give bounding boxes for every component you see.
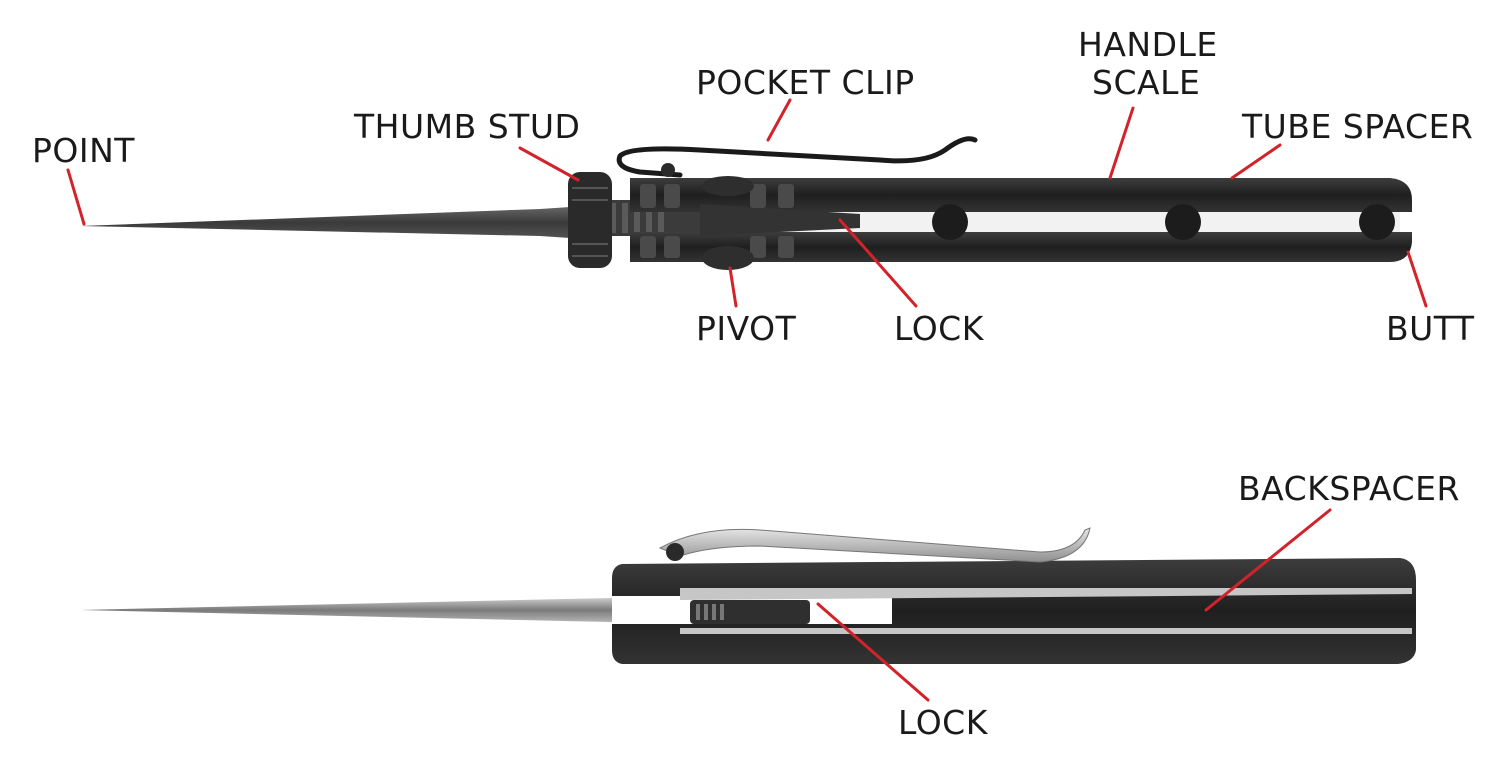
thumb-stud-ridges [572,187,608,257]
leader-pocket-clip [766,98,792,142]
label-tube-spacer: TUBE SPACER [1241,107,1473,146]
bottom-blade [80,596,700,624]
label-backspacer: BACKSPACER [1238,469,1460,508]
top-handle-upper [630,178,1412,212]
thumb-stud [568,172,612,268]
leader-butt [1406,250,1428,308]
bottom-clip-screw [666,543,684,561]
pivot-top [702,176,754,196]
top-handle-gap [780,212,1400,232]
top-lock-bar [700,204,860,236]
leader-backspacer [1204,508,1332,612]
top-knife [80,136,1412,270]
pivot [702,246,754,270]
leader-lock-bottom [816,602,930,702]
clip-screw [661,163,675,177]
label-pivot: PIVOT [696,309,797,348]
bottom-pocket-clip [658,527,1091,563]
label-lock-top: LOCK [894,309,985,348]
bottom-handle [612,558,1416,664]
bottom-lock-jimping [696,604,724,620]
leader-thumb-stud [518,146,580,182]
jimping [610,203,664,233]
leader-point [66,168,86,226]
leader-pivot [728,266,738,308]
leader-lines [66,98,1428,702]
label-handle-scale-line1: HANDLE [1078,25,1218,64]
label-butt: BUTT [1386,309,1475,348]
backspacer-liner-lower [680,628,1412,634]
label-pocket-clip: POCKET CLIP [696,63,915,102]
bottom-knife [80,527,1416,664]
label-point: POINT [32,131,135,170]
label-lock-bottom: LOCK [898,703,989,742]
label-handle-scale-line2: SCALE [1092,63,1200,102]
leader-handle-scale [1108,106,1135,180]
top-blade [80,205,600,240]
tube-spacers [932,204,1395,240]
grip-texture [640,184,794,258]
top-pocket-clip [616,136,978,178]
leader-lock-top [838,218,918,308]
label-thumb-stud: THUMB STUD [353,107,580,146]
labels: POINT THUMB STUD POCKET CLIP HANDLE SCAL… [32,25,1475,742]
top-handle-lower [630,232,1412,262]
leader-tube-spacer [1230,143,1282,180]
